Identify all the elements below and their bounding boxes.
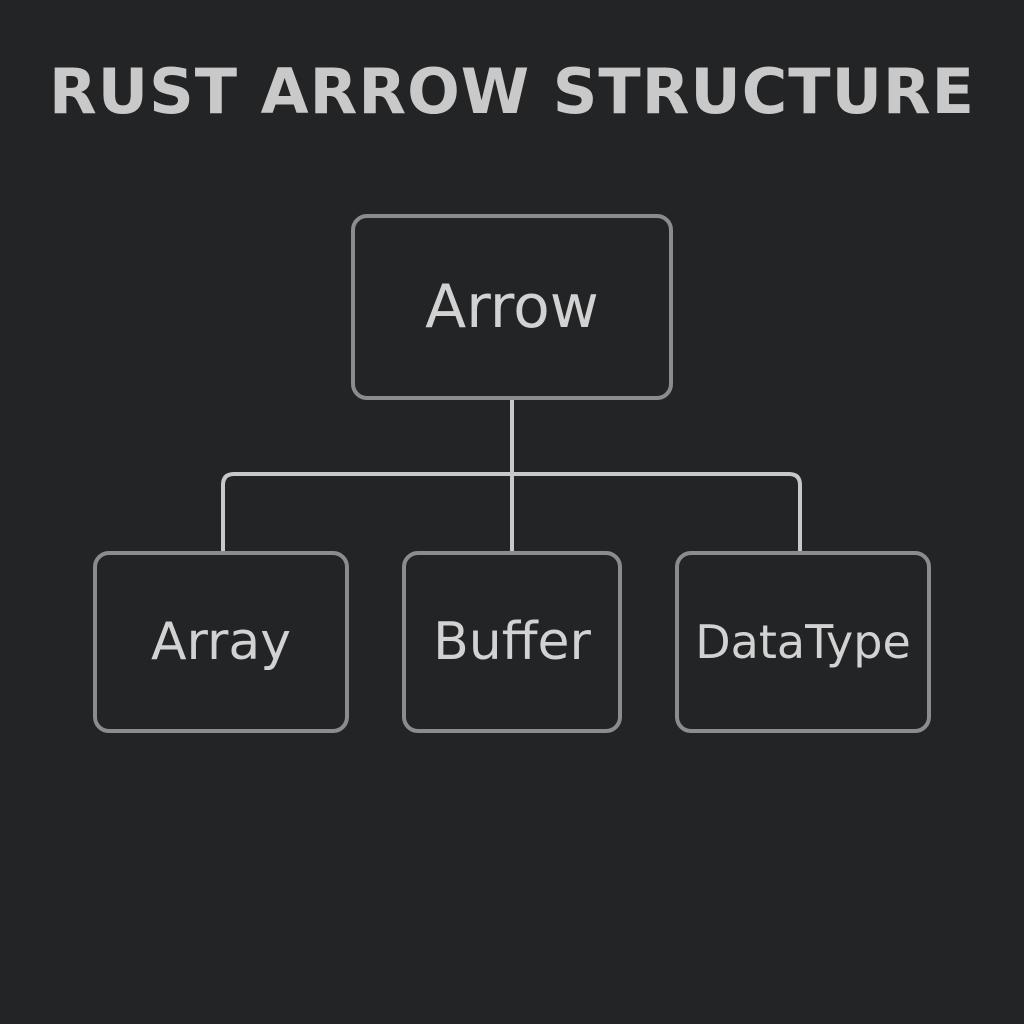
node-datatype: DataType (675, 551, 931, 733)
node-datatype-label: DataType (695, 615, 911, 669)
node-array-label: Array (150, 612, 292, 672)
node-buffer: Buffer (402, 551, 622, 733)
node-arrow: Arrow (351, 214, 673, 400)
diagram-title: RUST ARROW STRUCTURE (48, 55, 976, 128)
node-arrow-label: Arrow (425, 272, 599, 342)
connector-horizontal-bus (221, 472, 802, 551)
node-buffer-label: Buffer (433, 612, 591, 672)
node-array: Array (93, 551, 349, 733)
